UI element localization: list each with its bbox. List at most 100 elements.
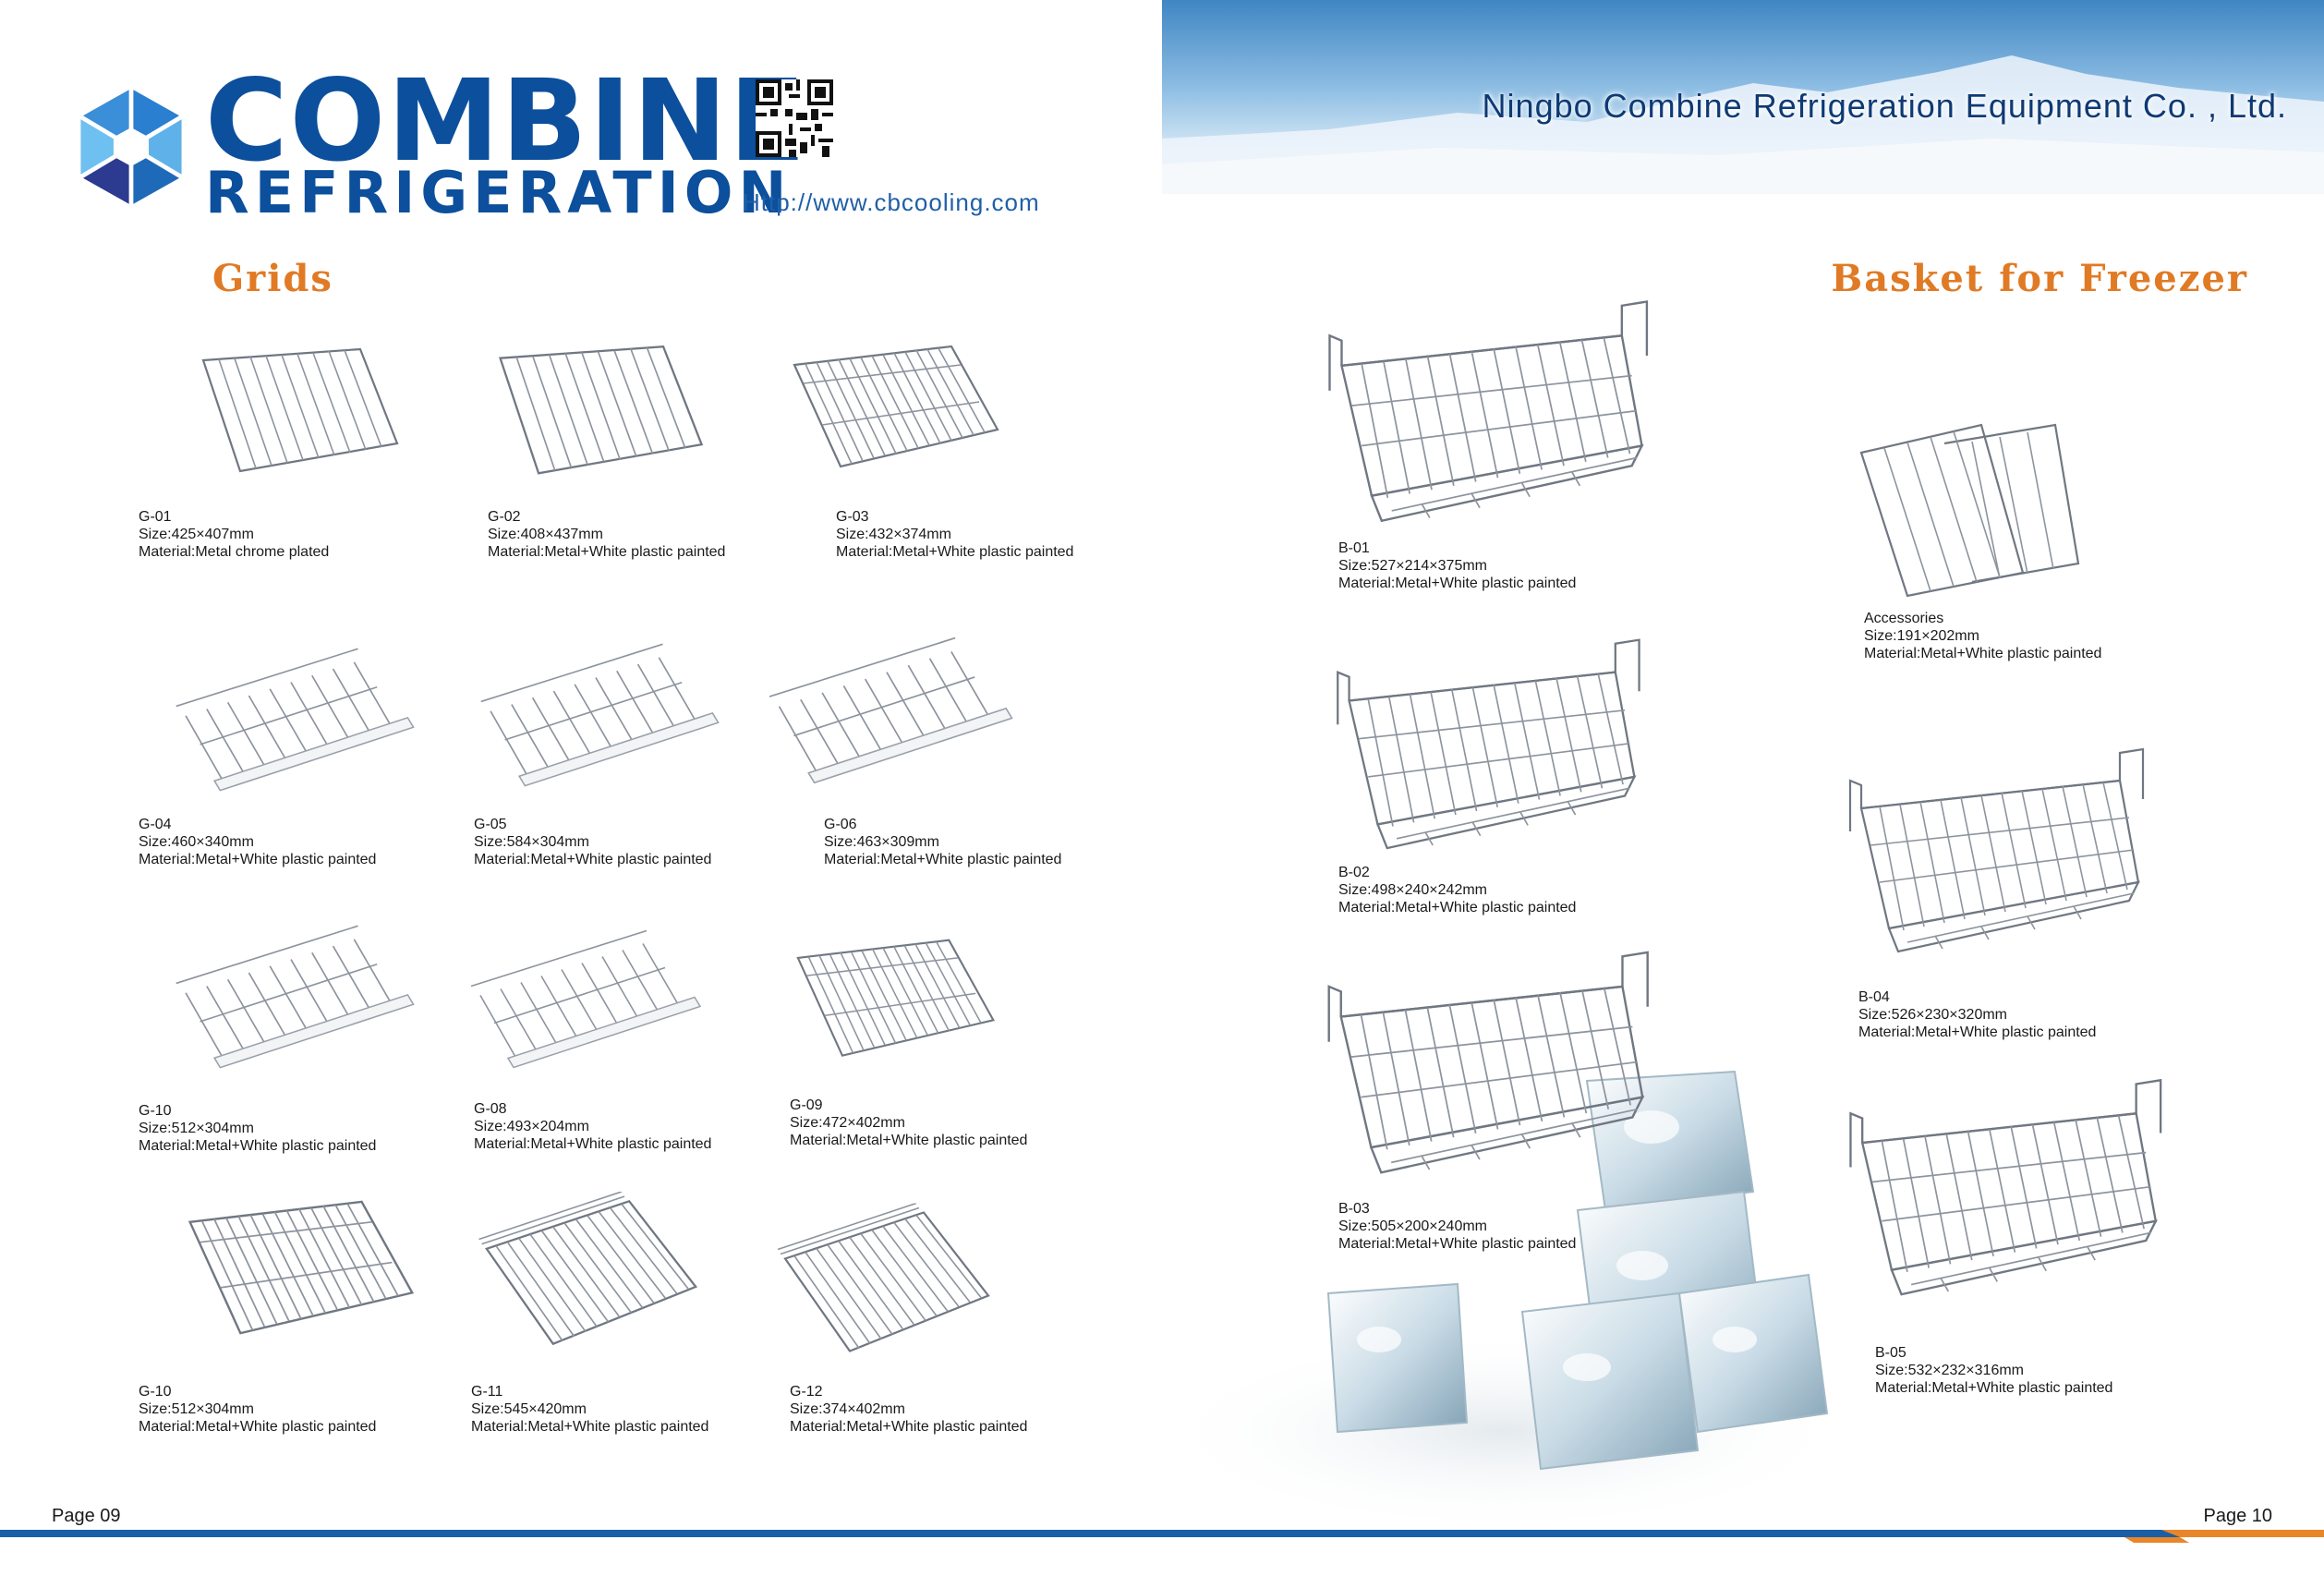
product-material: Material:Metal+White plastic painted [1338,576,1577,591]
product-code: G-01 [139,509,172,525]
product-material: Material:Metal chrome plated [139,544,330,560]
product-size: Size:527×214×375mm [1338,558,1487,574]
section-title-baskets: Basket for Freezer [1831,257,2248,300]
product-size: Size:191×202mm [1864,628,1979,644]
product-code: G-06 [824,817,857,832]
product-code: B-03 [1338,1201,1370,1217]
product-size: Size:526×230×320mm [1858,1007,2007,1023]
page-number-right: Page 10 [2203,1506,2272,1526]
product-caption: G-10 Size:512×304mm Material:Metal+White… [139,1102,376,1155]
product-material: Material:Metal+White plastic painted [471,1419,709,1435]
product-caption: G-10 Size:512×304mm Material:Metal+White… [139,1383,376,1436]
product-code: B-01 [1338,540,1370,556]
product-image-g01 [166,342,406,490]
product-image-b02 [1330,628,1653,868]
product-code: Accessories [1864,611,1944,626]
website-link[interactable]: Http://www.cbcooling.com [743,188,1040,216]
product-image-g03 [767,333,1007,490]
product-caption: G-09 Size:472×402mm Material:Metal+White… [790,1097,1027,1149]
product-image-b01 [1321,296,1663,536]
product-code: G-08 [474,1101,507,1117]
product-size: Size:532×232×316mm [1875,1363,2024,1378]
section-title-grids: Grids [212,257,333,300]
product-material: Material:Metal+White plastic painted [836,544,1074,560]
product-code: G-02 [488,509,521,525]
product-code: B-04 [1858,989,1890,1005]
product-code: G-04 [139,817,172,832]
product-code: B-02 [1338,865,1370,880]
product-image-accessories [1843,416,2157,600]
product-code: G-10 [139,1103,172,1119]
product-image-b04 [1843,730,2157,979]
product-material: Material:Metal+White plastic painted [1858,1024,2097,1040]
product-image-g09 [771,928,1002,1076]
product-caption: B-02 Size:498×240×242mm Material:Metal+W… [1338,864,1576,916]
product-caption: G-12 Size:374×402mm Material:Metal+White… [790,1383,1027,1436]
page-number-left: Page 09 [52,1506,121,1526]
product-image-g05 [462,633,730,799]
footer-stripe [0,1530,2324,1543]
product-material: Material:Metal+White plastic painted [1338,900,1577,915]
product-code: G-09 [790,1097,823,1113]
product-size: Size:505×200×240mm [1338,1218,1487,1234]
product-size: Size:374×402mm [790,1401,905,1417]
product-material: Material:Metal+White plastic painted [1338,1236,1577,1252]
product-size: Size:498×240×242mm [1338,882,1487,898]
product-size: Size:493×204mm [474,1119,589,1134]
product-material: Material:Metal+White plastic painted [474,852,712,867]
product-code: G-11 [471,1384,503,1400]
product-material: Material:Metal+White plastic painted [488,544,726,560]
product-code: G-05 [474,817,507,832]
product-size: Size:545×420mm [471,1401,587,1417]
hexagon-logo-icon [74,85,188,209]
product-image-b03 [1321,942,1663,1192]
product-material: Material:Metal+White plastic painted [790,1419,1028,1435]
product-material: Material:Metal+White plastic painted [139,852,377,867]
qr-code-icon [756,79,833,157]
product-material: Material:Metal+White plastic painted [139,1419,377,1435]
product-code: G-03 [836,509,869,525]
product-caption: G-02 Size:408×437mm Material:Metal+White… [488,508,725,561]
product-material: Material:Metal+White plastic painted [1875,1380,2113,1396]
product-material: Material:Metal+White plastic painted [790,1133,1028,1148]
product-caption: G-05 Size:584×304mm Material:Metal+White… [474,816,711,868]
product-size: Size:432×374mm [836,527,951,542]
product-size: Size:512×304mm [139,1121,254,1136]
header-banner [1162,0,2324,194]
product-caption: B-05 Size:532×232×316mm Material:Metal+W… [1875,1344,2112,1397]
product-size: Size:425×407mm [139,527,254,542]
product-image-g02 [462,337,711,494]
product-caption: G-04 Size:460×340mm Material:Metal+White… [139,816,376,868]
product-caption: Accessories Size:191×202mm Material:Meta… [1864,610,2101,662]
product-material: Material:Metal+White plastic painted [139,1138,377,1154]
product-size: Size:512×304mm [139,1401,254,1417]
ice-cubes-image [1162,1070,1846,1524]
product-image-g10a [157,915,425,1081]
product-caption: G-06 Size:463×309mm Material:Metal+White… [824,816,1061,868]
product-image-g10b [152,1192,430,1353]
product-size: Size:408×437mm [488,527,603,542]
product-image-g06 [748,628,1025,794]
product-caption: G-01 Size:425×407mm Material:Metal chrom… [139,508,329,561]
product-code: B-05 [1875,1345,1906,1361]
product-caption: B-04 Size:526×230×320mm Material:Metal+W… [1858,988,2096,1041]
product-image-g08 [453,919,711,1081]
product-image-g12 [767,1201,1007,1363]
product-code: G-10 [139,1384,172,1400]
product-size: Size:472×402mm [790,1115,905,1131]
product-caption: G-08 Size:493×204mm Material:Metal+White… [474,1100,711,1153]
company-name: Ningbo Combine Refrigeration Equipment C… [1482,87,2287,125]
product-size: Size:460×340mm [139,834,254,850]
product-size: Size:584×304mm [474,834,589,850]
product-image-g04 [157,637,425,804]
product-caption: B-03 Size:505×200×240mm Material:Metal+W… [1338,1200,1576,1253]
product-caption: B-01 Size:527×214×375mm Material:Metal+W… [1338,539,1576,592]
product-image-g11 [466,1192,716,1353]
product-material: Material:Metal+White plastic painted [474,1136,712,1152]
product-image-b05 [1843,1062,2175,1321]
product-caption: G-11 Size:545×420mm Material:Metal+White… [471,1383,708,1436]
product-material: Material:Metal+White plastic painted [1864,646,2102,661]
product-size: Size:463×309mm [824,834,939,850]
product-caption: G-03 Size:432×374mm Material:Metal+White… [836,508,1073,561]
product-code: G-12 [790,1384,823,1400]
